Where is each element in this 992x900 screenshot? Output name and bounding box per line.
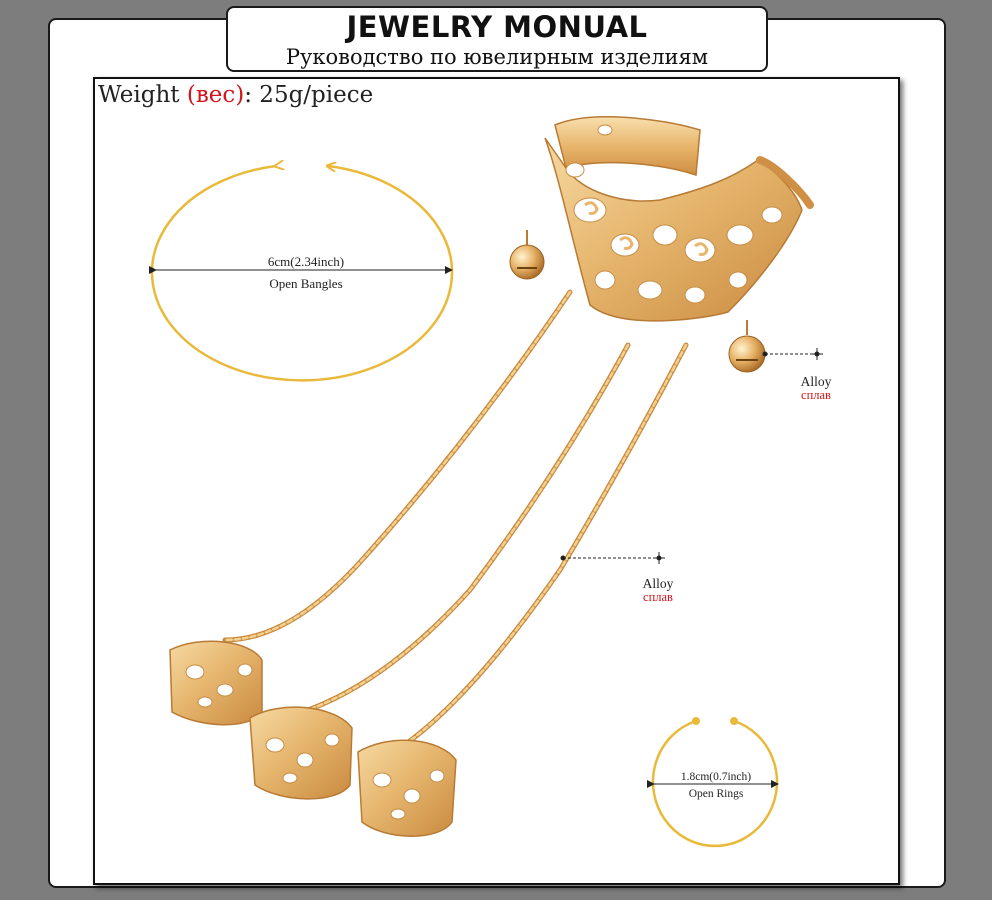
page-subtitle: Руководство по ювелирным изделиям [285,45,709,69]
bell-material-en: Alloy [801,374,832,389]
ring-circle [651,719,779,848]
ring-size-diagram: 1.8cm(0.7inch) Open Rings [647,717,779,848]
chain-left [222,289,573,643]
ring-3 [357,739,457,837]
bell-left [509,230,545,280]
ring-end-dot [730,717,738,725]
callout-chain-material: Alloy сплав [560,552,674,604]
weight-line: Weight (вес): 25g/piece [98,82,374,108]
ring-type-label: Open Rings [689,788,744,800]
chain-middle [287,342,631,719]
chain-right [397,342,689,751]
title-banner: JEWELRY MONUAL Руководство по ювелирным … [226,6,768,72]
bell-right [728,320,766,373]
weight-label-ru: вес [195,82,236,108]
bangle-size-diagram: 6cm(2.34inch) Open Bangles [149,166,454,382]
bangle-size-label: 6cm(2.34inch) [268,254,344,269]
bangle-circle [150,166,454,382]
callout-bell-material: Alloy сплав [762,348,832,402]
page-title: JEWELRY MONUAL [346,10,648,44]
weight-value: : 25g/piece [244,82,374,108]
cuff-bracelet [544,116,814,322]
weight-label: Weight [98,82,180,108]
bell-material-ru: сплав [801,388,831,402]
ring-size-label: 1.8cm(0.7inch) [681,771,751,783]
ring-2 [249,706,353,800]
chains [222,289,689,751]
chain-material-ru: сплав [643,590,673,604]
ring-end-dot [692,717,700,725]
bangle-type-label: Open Bangles [269,276,342,291]
chain-material-en: Alloy [643,576,674,591]
ring-1 [169,640,263,726]
